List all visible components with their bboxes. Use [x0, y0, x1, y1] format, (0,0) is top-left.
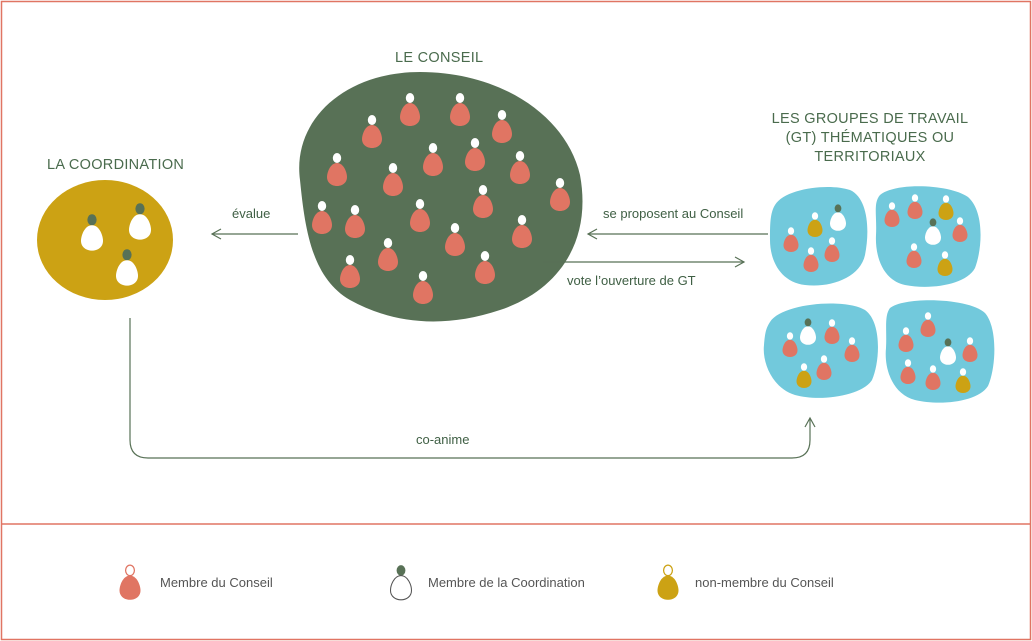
member-coordination-icon [389, 565, 413, 601]
label-vote: vote l’ouverture de GT [567, 273, 696, 288]
non-membre-icon [657, 564, 679, 600]
coordination-blob [37, 180, 173, 300]
label-co-anime: co-anime [416, 432, 470, 447]
member-conseil-icon [119, 564, 141, 600]
title-groupes: LES GROUPES DE TRAVAIL (GT) THÉMATIQUES … [760, 110, 980, 167]
title-conseil: LE CONSEIL [395, 50, 484, 66]
title-coordination: LA COORDINATION [47, 157, 185, 173]
title-groupes-line-3: TERRITORIAUX [814, 149, 926, 165]
legend-label-coordination: Membre de la Coordination [428, 575, 585, 590]
groupe-blob-3 [763, 303, 878, 398]
legend-label-conseil: Membre du Conseil [160, 575, 273, 590]
groupe-blob-4 [885, 300, 995, 403]
label-se-proposent: se proposent au Conseil [603, 206, 744, 221]
arrow-co-anime [129, 318, 816, 459]
title-groupes-line-1: LES GROUPES DE TRAVAIL [771, 111, 969, 127]
groupe-blob-1 [770, 186, 868, 286]
legend-label-non-membre: non-membre du Conseil [695, 575, 834, 590]
label-evalue: évalue [232, 206, 271, 221]
title-groupes-line-2: (GT) THÉMATIQUES OU [785, 130, 955, 146]
